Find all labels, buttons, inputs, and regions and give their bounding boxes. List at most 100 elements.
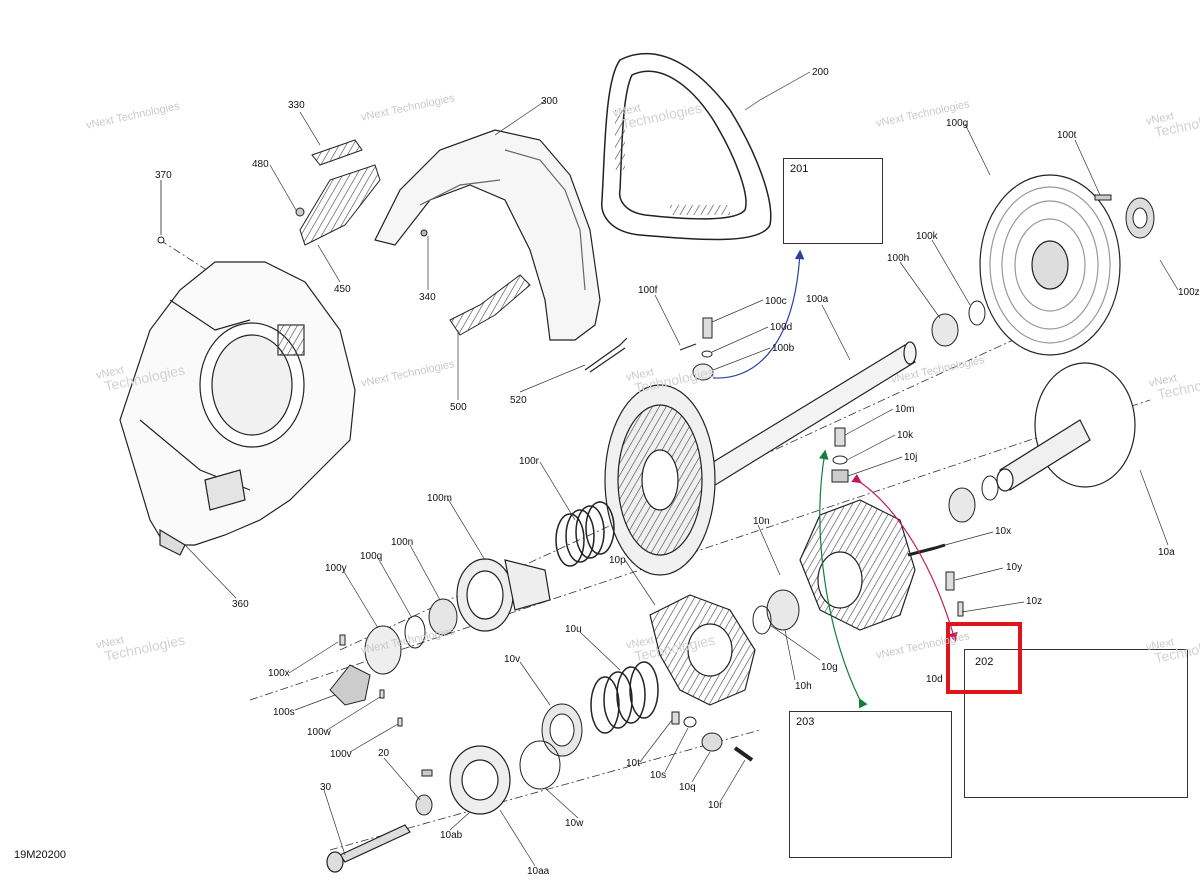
- callout-520: 520: [510, 395, 527, 406]
- lever-10x: [907, 543, 946, 557]
- inset-box-202: 202: [964, 649, 1188, 798]
- ring-10g: [752, 605, 772, 635]
- callout-100t: 100t: [1057, 130, 1077, 141]
- ring-100k: [968, 300, 986, 326]
- callout-10aa: 10aa: [527, 866, 550, 877]
- screw-100w: [379, 689, 385, 699]
- inset-title-201: 201: [790, 163, 809, 175]
- screw-10t: [671, 711, 680, 725]
- cover-10ab: [449, 745, 511, 815]
- washer-100d: [701, 350, 713, 358]
- roller-10q: [701, 732, 723, 752]
- callout-100d: 100d: [770, 322, 793, 333]
- block-10j: [831, 469, 849, 483]
- bushing-10h: [766, 589, 800, 631]
- pin-10y: [945, 571, 955, 591]
- inset-title-203: 203: [796, 716, 815, 728]
- callout-100v: 100v: [330, 749, 352, 760]
- callout-100f: 100f: [638, 285, 658, 296]
- washer-10s: [683, 716, 697, 728]
- callout-20: 20: [378, 748, 390, 759]
- callout-10k: 10k: [897, 430, 914, 441]
- callout-200: 200: [812, 67, 829, 78]
- screw-370: [157, 236, 165, 244]
- callout-10h: 10h: [795, 681, 812, 692]
- callout-100r: 100r: [519, 456, 540, 467]
- guard-300: [374, 129, 601, 341]
- ring-100q: [404, 615, 426, 649]
- callout-100m: 100m: [427, 493, 453, 504]
- bracket-500: [449, 274, 531, 336]
- callout-10r: 10r: [708, 800, 723, 811]
- callout-100b: 100b: [772, 343, 795, 354]
- callout-100s: 100s: [273, 707, 295, 718]
- ring-10w: [519, 740, 561, 790]
- fixed-sheave-100g: [979, 174, 1121, 356]
- sliding-sheave-10a: [996, 362, 1136, 492]
- callout-300: 300: [541, 96, 558, 107]
- nut-100s: [329, 664, 371, 706]
- screw-10m: [834, 427, 846, 447]
- spring-10u: [590, 661, 659, 734]
- inset-box-201: 201: [783, 158, 883, 244]
- screw-100v: [397, 717, 403, 727]
- callout-330: 330: [288, 100, 305, 111]
- callout-450: 450: [334, 284, 351, 295]
- callout-10x: 10x: [995, 526, 1012, 537]
- inset-title-202: 202: [975, 656, 994, 668]
- callout-10s: 10s: [650, 770, 667, 781]
- callout-100g: 100g: [946, 118, 969, 129]
- movable-sheave-10p: [649, 594, 756, 706]
- callout-340: 340: [419, 292, 436, 303]
- callout-100q: 100q: [360, 551, 383, 562]
- callout-480: 480: [252, 159, 269, 170]
- callout-10w: 10w: [565, 818, 584, 829]
- spring-100r: [555, 501, 615, 567]
- callout-10p: 10p: [609, 555, 626, 566]
- washer-10k: [832, 455, 848, 465]
- callout-100c: 100c: [765, 296, 787, 307]
- spider-100m: [456, 558, 551, 632]
- pin-10r: [733, 746, 754, 762]
- bushing-10a-side: [948, 487, 976, 523]
- blue-arrow-201: [712, 249, 805, 379]
- drive-plate: [604, 384, 716, 576]
- callout-100y: 100y: [325, 563, 347, 574]
- washer-100y: [364, 625, 402, 675]
- callout-500: 500: [450, 402, 467, 413]
- callout-10u: 10u: [565, 624, 582, 635]
- callout-10y: 10y: [1006, 562, 1023, 573]
- main-shaft-100a: [699, 341, 917, 488]
- bracket-330: [311, 139, 363, 166]
- callout-10t: 10t: [626, 758, 640, 769]
- highlight-box-202: [946, 622, 1022, 694]
- callout-100z: 100z: [1178, 287, 1200, 298]
- callout-10m: 10m: [895, 404, 915, 415]
- bolt-30: [326, 824, 411, 873]
- callout-360: 360: [232, 599, 249, 610]
- callout-100k: 100k: [916, 231, 938, 242]
- roller-100b: [692, 363, 714, 381]
- callout-30: 30: [320, 782, 332, 793]
- green-arrow-203: [819, 449, 868, 709]
- callout-10a: 10a: [1158, 547, 1175, 558]
- pin-520: [584, 337, 628, 373]
- red-arrow-202: [851, 473, 958, 643]
- screw-100t: [1094, 194, 1112, 201]
- screw-100x: [339, 634, 346, 646]
- callout-10d: 10d: [926, 674, 943, 685]
- plate-450: [299, 164, 381, 246]
- pin-100f: [679, 343, 697, 351]
- callout-10z: 10z: [1026, 596, 1043, 607]
- inset-box-203: 203: [789, 711, 952, 858]
- bushing-100h: [931, 313, 959, 347]
- callout-100h: 100h: [887, 253, 910, 264]
- pin-10z: [957, 601, 964, 617]
- drawing-code: 19M20200: [14, 849, 66, 861]
- bolt-480: [295, 207, 305, 217]
- callout-10n: 10n: [753, 516, 770, 527]
- callout-100a: 100a: [806, 294, 829, 305]
- callout-10g: 10g: [821, 662, 838, 673]
- callout-100w: 100w: [307, 727, 331, 738]
